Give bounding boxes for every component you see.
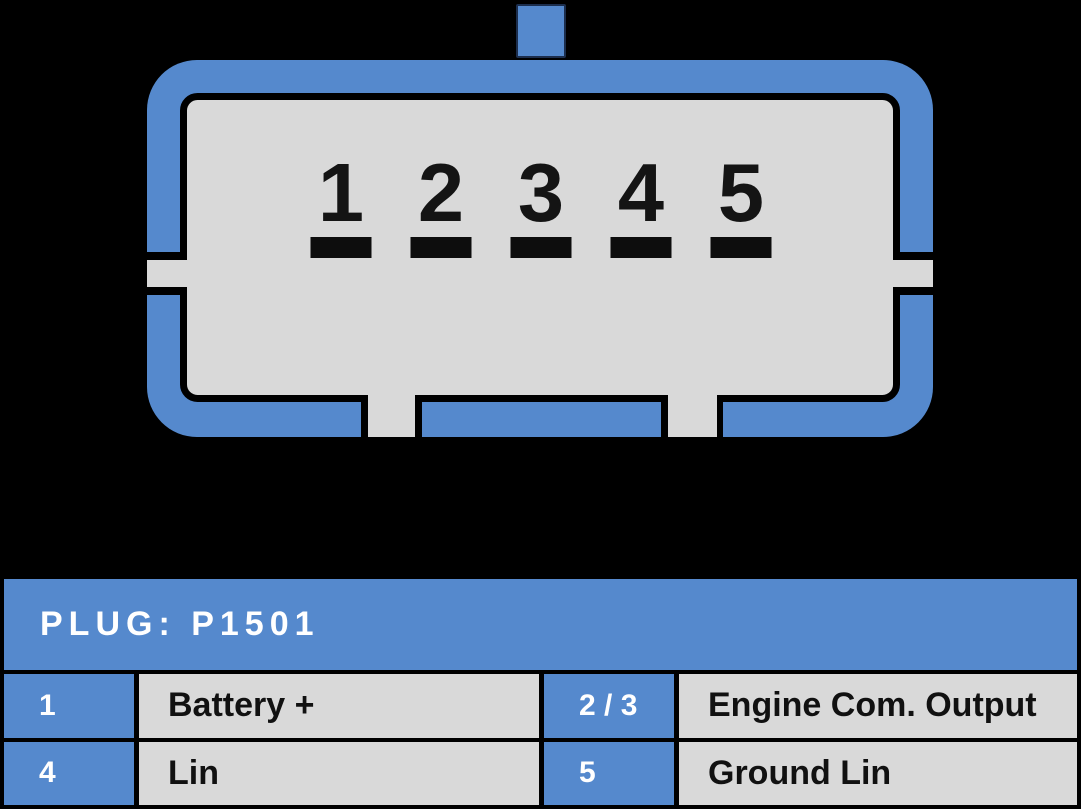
connector-key-tab [516,4,566,58]
bottom-key-tab-1 [361,384,422,437]
connector-diagram: 1 2 3 4 5 [147,4,933,437]
desc-cell-2-3: Engine Com. Output [679,674,1077,738]
pin-4-number: 4 [618,146,664,239]
left-latch-notch [147,252,193,295]
table-row: 4 Lin 5 Ground Lin [4,741,1077,805]
pinout-table: PLUG: P1501 1 Battery + 2 / 3 Engine Com… [0,575,1081,809]
plug-title: PLUG: P1501 [40,605,320,643]
pin-2-slot [410,237,472,258]
pin-5-slot [710,237,772,258]
desc-cell-5: Ground Lin [679,741,1077,805]
pin-1-slot [310,237,372,258]
table-header: PLUG: P1501 [4,579,1077,670]
pin-cell-4: 4 [4,741,134,805]
pin-2-number: 2 [418,146,464,239]
pin-1-number: 1 [318,146,364,239]
pin-4-slot [610,237,672,258]
desc-cell-4: Lin [139,741,539,805]
right-latch-slot [887,260,933,287]
pin-cell-5: 5 [544,741,674,805]
table-row: 1 Battery + 2 / 3 Engine Com. Output [4,674,1077,738]
pin-3-number: 3 [518,146,564,239]
bottom-tab-1-slot [368,384,415,437]
bottom-tab-2-slot [668,384,717,437]
pin-cell-1: 1 [4,674,134,738]
right-latch-notch [887,252,933,295]
pin-cell-2-3: 2 / 3 [544,674,674,738]
pin-5-number: 5 [718,146,764,239]
pin-3-slot [510,237,572,258]
bottom-key-tab-2 [661,384,723,437]
desc-cell-1: Battery + [139,674,539,738]
left-latch-slot [147,260,193,287]
